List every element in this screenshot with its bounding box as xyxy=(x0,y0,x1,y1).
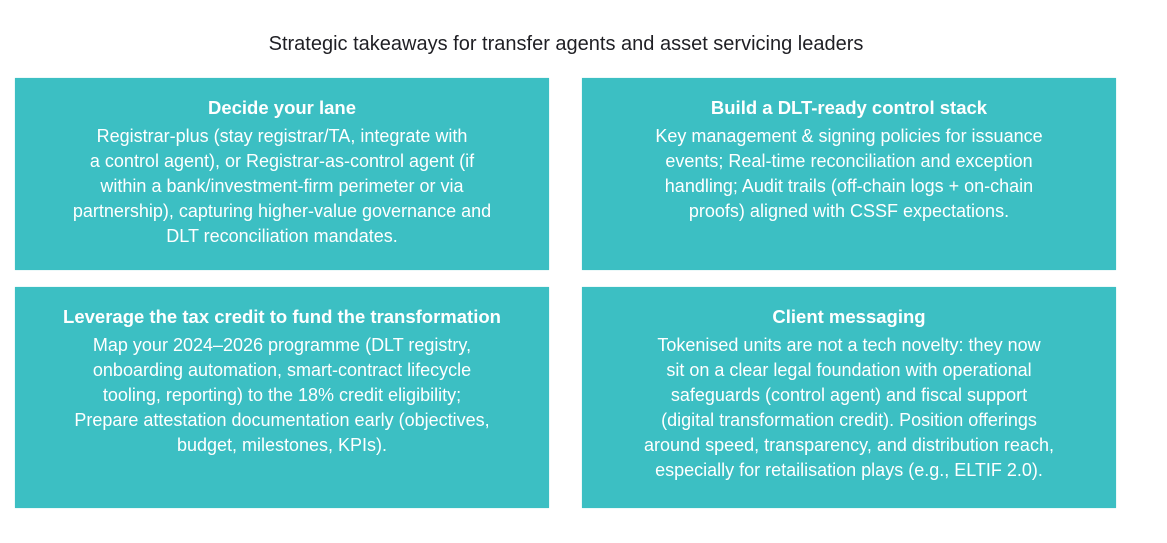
card-text-line: Key management & signing policies for is… xyxy=(655,126,1043,146)
card-text-line: DLT reconciliation mandates. xyxy=(166,226,398,246)
card-client-messaging: Client messaging Tokenised units are not… xyxy=(582,287,1116,508)
card-text-line: partnership), capturing higher-value gov… xyxy=(72,201,492,221)
card-text-line: a control agent), or Registrar-as-contro… xyxy=(89,151,475,171)
card-text-line: safeguards (control agent) and fiscal su… xyxy=(670,385,1028,405)
card-heading: Leverage the tax credit to fund the tran… xyxy=(63,306,501,327)
card-heading: Client messaging xyxy=(772,306,926,327)
card-text-line: especially for retailisation plays (e.g.… xyxy=(655,460,1043,480)
card-text-line: Map your 2024–2026 programme (DLT regist… xyxy=(92,335,472,355)
card-text-line: onboarding automation, smart-contract li… xyxy=(92,360,472,380)
card-text-line: within a bank/investment-firm perimeter … xyxy=(100,176,464,196)
card-heading: Decide your lane xyxy=(207,97,357,118)
page-title: Strategic takeaways for transfer agents … xyxy=(268,33,864,55)
card-tax-credit: Leverage the tax credit to fund the tran… xyxy=(15,287,549,508)
card-heading: Build a DLT-ready control stack xyxy=(710,97,988,118)
card-text-line: Tokenised units are not a tech novelty: … xyxy=(657,335,1041,355)
card-text-line: handling; Audit trails (off-chain logs +… xyxy=(664,176,1034,196)
card-text-line: (digital transformation credit). Positio… xyxy=(661,410,1037,430)
card-text-line: events; Real-time reconciliation and exc… xyxy=(665,151,1033,171)
card-text-line: sit on a clear legal foundation with ope… xyxy=(666,360,1032,380)
card-text-line: tooling, reporting) to the 18% credit el… xyxy=(102,385,462,405)
card-control-stack: Build a DLT-ready control stack Key mana… xyxy=(582,78,1116,270)
card-text-line: Registrar-plus (stay registrar/TA, integ… xyxy=(96,126,468,146)
card-text-line: Prepare attestation documentation early … xyxy=(74,410,490,430)
card-text-line: proofs) aligned with CSSF expectations. xyxy=(688,201,1010,221)
card-decide-your-lane: Decide your lane Registrar-plus (stay re… xyxy=(15,78,549,270)
card-text-line: around speed, transparency, and distribu… xyxy=(644,435,1054,455)
card-text-line: budget, milestones, KPIs). xyxy=(176,435,388,455)
